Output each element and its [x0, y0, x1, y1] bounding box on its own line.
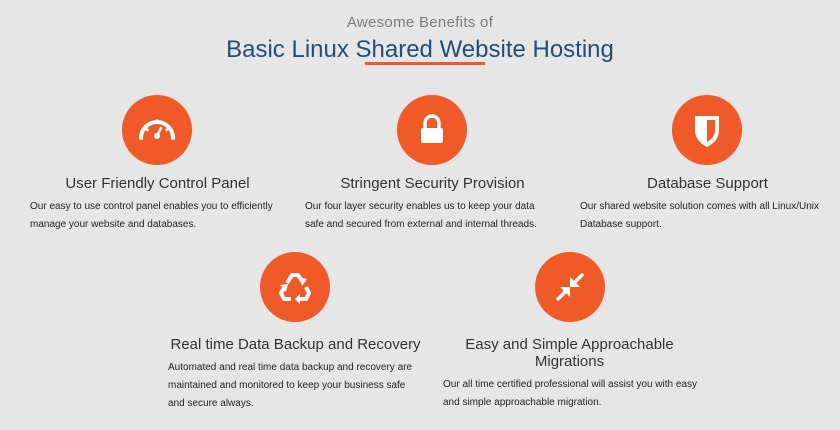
title-underline	[365, 62, 485, 65]
feature-description: Our shared website solution comes with a…	[580, 201, 819, 230]
padlock-icon	[397, 95, 467, 165]
feature-title: Easy and Simple Approachable Migrations	[465, 336, 674, 370]
feature-title: Database Support	[647, 175, 768, 192]
page-title: Basic Linux Shared Website Hosting	[226, 36, 614, 63]
feature-title: User Friendly Control Panel	[65, 175, 250, 192]
shield-icon	[672, 95, 742, 165]
page-subtitle: Awesome Benefits of	[346, 14, 494, 31]
feature-description: Automated and real time data backup and …	[168, 362, 413, 409]
feature-description: Our all time certified professional will…	[443, 379, 697, 408]
compress-arrows-icon	[535, 252, 605, 322]
page-header: Awesome Benefits of Basic Linux Shared W…	[0, 12, 840, 65]
feature-description: Our four layer security enables us to ke…	[305, 201, 537, 230]
recycle-icon	[260, 252, 330, 322]
feature-title: Stringent Security Provision	[340, 175, 525, 192]
dashboard-gauge-icon	[122, 95, 192, 165]
feature-title: Real time Data Backup and Recovery	[170, 336, 421, 353]
feature-description: Our easy to use control panel enables yo…	[30, 201, 273, 230]
